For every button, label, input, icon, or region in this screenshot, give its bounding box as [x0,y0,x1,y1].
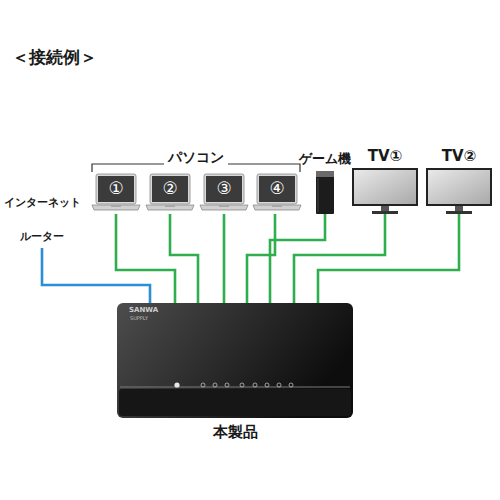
cable-line [223,214,226,303]
cable-line [42,248,150,303]
laptop-drawing [200,174,248,214]
pc-bracket [92,164,300,172]
laptop-pc: ① [92,174,140,214]
group-label: パソコン [164,150,228,165]
text-holder: ② [152,176,188,202]
switch-hub: 本製品 [117,303,353,448]
tv-set: TV① [350,148,420,214]
text-holder: ④ [259,176,295,202]
laptop-drawing [253,174,301,214]
diagram-title: ＜接続例＞ [12,48,97,68]
laptop-drawing [146,174,194,214]
brand-logo-text: SUPPLY [130,316,148,322]
node-label: インターネット [4,197,81,210]
node-label: 本製品 [213,424,258,441]
callout-number: ③ [216,179,231,199]
text-holder: TV② [424,148,494,166]
cable-line [116,214,175,303]
cable-line [294,214,385,303]
callout-number: ④ [269,179,284,199]
node-label: ルーター [20,231,64,244]
router-label: インターネットルーター [1,197,83,248]
callout-number: ② [162,179,177,199]
laptop-pc: ② [146,174,194,214]
cable-line [170,214,198,303]
text-holder: 本製品 [117,421,353,445]
node-label: TV② [442,148,477,165]
game-console: ゲーム機 [297,150,353,214]
brand-logo-text: SANWA [129,307,158,315]
laptop-pc: ③ [200,174,248,214]
switch-drawing [117,303,353,448]
brand-logo: SUPPLY [130,316,148,322]
group-label-text: パソコン [164,150,228,165]
laptop-drawing [92,174,140,214]
node-label: TV① [368,148,403,165]
text-holder: ① [98,176,134,202]
tv-set: TV② [424,148,494,214]
text-holder: ③ [206,176,242,202]
text-holder: ゲーム機 [297,150,353,168]
laptop-pc: ④ [253,174,301,214]
title-box: ＜接続例＞ [12,48,97,68]
console-drawing [297,150,353,214]
node-label: ゲーム機 [299,152,351,167]
tv-drawing [424,148,494,214]
brand-logo: SANWA [129,307,158,315]
tv-drawing [350,148,420,214]
callout-number: ① [108,179,123,199]
text-holder: TV① [350,148,420,166]
cable-line [318,214,459,303]
text-holder: インターネットルーター [1,197,83,243]
